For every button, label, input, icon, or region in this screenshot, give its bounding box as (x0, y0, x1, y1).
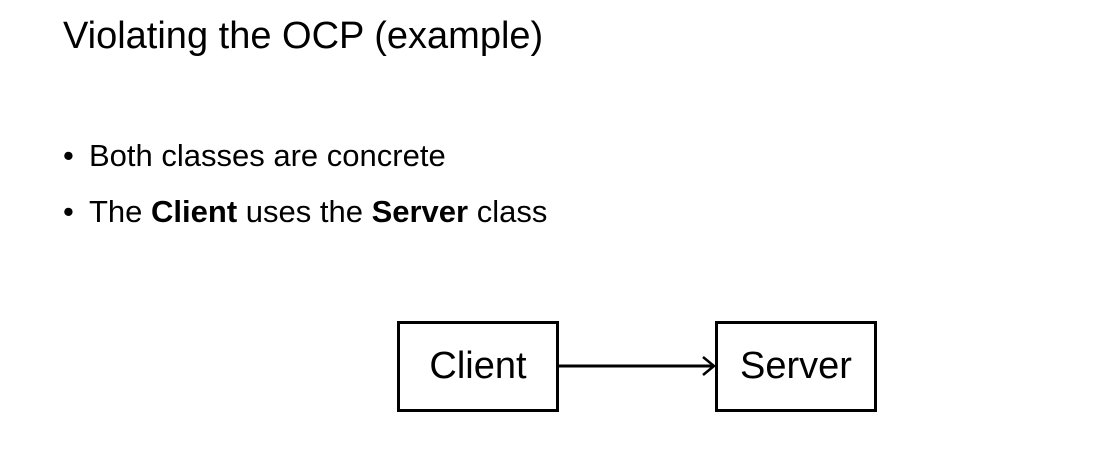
bullet-text-middle: uses the (237, 194, 372, 229)
bullet-item-concrete: • Both classes are concrete (63, 136, 547, 192)
server-box-border (715, 321, 877, 412)
client-class-box: Client (397, 321, 559, 412)
bullet-dot: • (63, 194, 74, 229)
bullet-text-suffix: class (468, 194, 548, 229)
bullet-list: • Both classes are concrete • The Client… (63, 136, 547, 248)
client-box-border (397, 321, 559, 412)
server-class-box: Server (715, 321, 877, 412)
server-label: Server (740, 345, 852, 387)
slide-title: Violating the OCP (example) (63, 15, 544, 57)
bullet-text: Both classes are concrete (89, 138, 446, 173)
bullet-text-prefix: The (89, 194, 152, 229)
bullet-text-server: Server (371, 194, 469, 229)
client-label: Client (429, 345, 527, 387)
arrow-head-icon (702, 356, 716, 376)
uses-arrow (558, 356, 716, 376)
bullet-dot: • (63, 138, 74, 173)
bullet-text-client: Client (151, 194, 238, 229)
bullet-item-uses: • The Client uses the Server class (63, 192, 547, 248)
